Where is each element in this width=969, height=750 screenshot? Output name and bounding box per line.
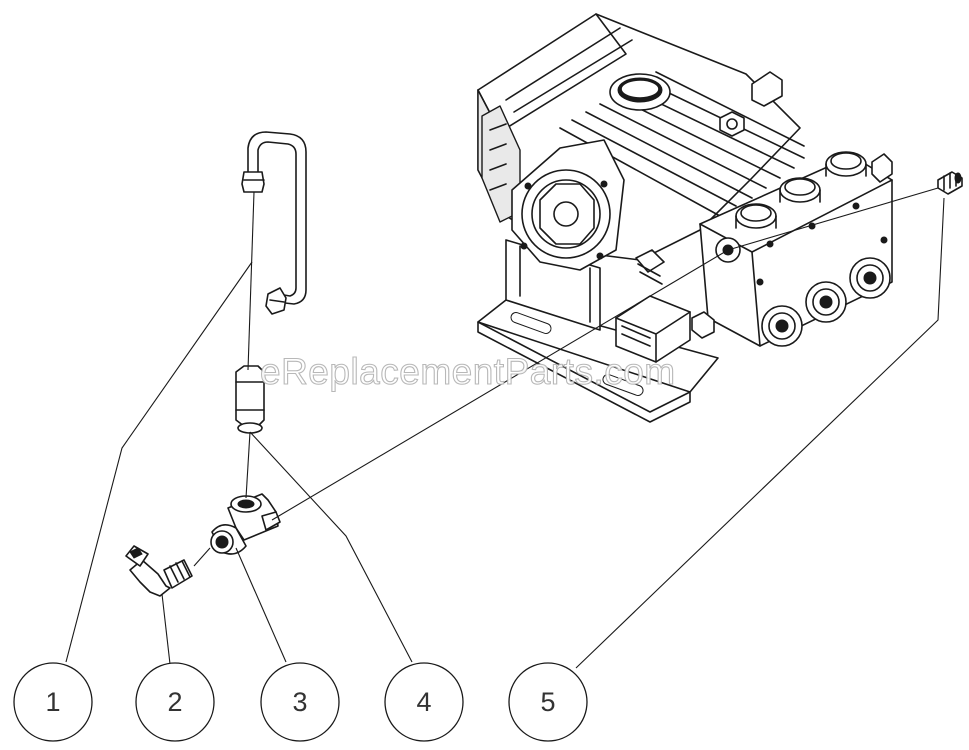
assembly-center-lines <box>193 187 939 567</box>
leader-lines <box>65 197 945 669</box>
callout-label: 4 <box>416 687 431 717</box>
pump-manifold <box>691 151 893 347</box>
callout-circle <box>13 662 93 742</box>
part-2-elbow <box>125 545 193 597</box>
callout-label: 1 <box>45 687 60 717</box>
callout-circle <box>135 662 215 742</box>
leader-2 <box>161 593 171 665</box>
callout-3: 3 <box>260 662 340 742</box>
part-1-tube <box>241 131 307 315</box>
callout-label: 3 <box>292 687 307 717</box>
callout-2: 2 <box>135 662 215 742</box>
callout-5: 5 <box>508 662 588 742</box>
leader-5 <box>575 197 945 669</box>
pump-bypass-block <box>615 295 691 363</box>
leader-1 <box>65 261 253 663</box>
part-3-tee <box>210 493 281 555</box>
callout-circle <box>260 662 340 742</box>
pump-assembly <box>477 13 893 423</box>
leader-4 <box>249 431 413 663</box>
pump-flange <box>511 139 665 285</box>
leader-3 <box>235 547 287 663</box>
callout-label: 5 <box>540 687 555 717</box>
part-4-coupling <box>235 365 265 434</box>
part-5-plug <box>937 171 963 195</box>
callout-1: 1 <box>13 662 93 742</box>
callout-circle <box>384 662 464 742</box>
watermark-text: eReplacementParts.com <box>260 351 676 392</box>
callout-label: 2 <box>167 687 182 717</box>
callout-4: 4 <box>384 662 464 742</box>
callout-circle <box>508 662 588 742</box>
